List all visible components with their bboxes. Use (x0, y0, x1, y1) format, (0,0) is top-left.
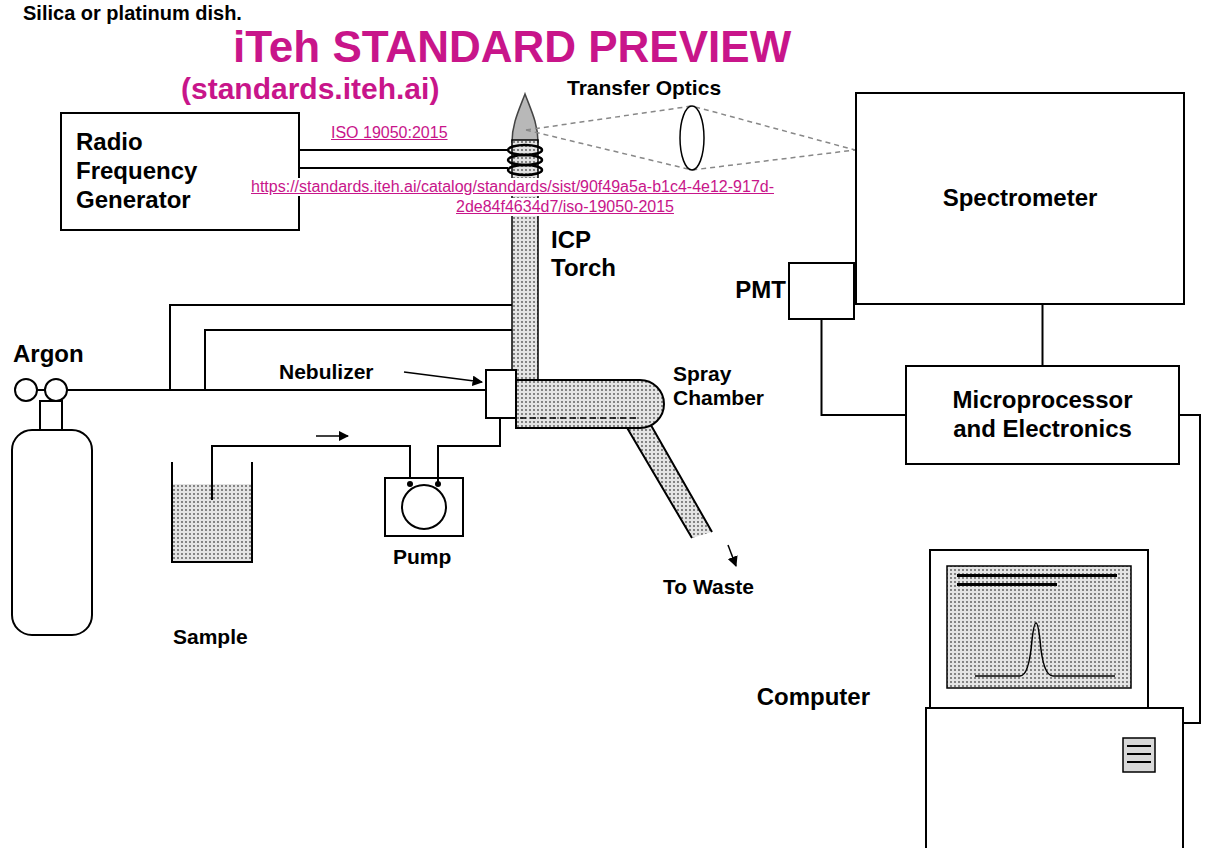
monitor (930, 550, 1148, 708)
section-heading: Silica or platinum dish. (22, 2, 243, 25)
drive-slot (1127, 761, 1151, 763)
spectrometer-box: Spectrometer (855, 92, 1185, 305)
connector-wire (1180, 415, 1200, 723)
gas-line (205, 330, 512, 390)
spectrum-peak (975, 623, 1115, 676)
screen-line (957, 574, 1117, 577)
flow-arrow (316, 435, 348, 437)
drive-slot (1127, 753, 1151, 755)
drive-slot (1127, 745, 1151, 747)
rf-wire (300, 149, 508, 151)
box-title: Microprocessor and Electronics (943, 386, 1143, 444)
part-label: Sample (172, 625, 249, 649)
rf-wire (300, 167, 508, 169)
watermark-link: https://standards.iteh.ai/catalog/standa… (250, 178, 775, 196)
watermark: iTeh STANDARD PREVIEW (232, 22, 792, 73)
computer-icon (925, 548, 1185, 848)
sample-tube (438, 418, 500, 484)
watermark: (standards.iteh.ai) (180, 72, 440, 107)
spray-chamber (516, 380, 664, 428)
part-label: Nebulizer (278, 360, 375, 384)
sample-tube (212, 446, 410, 500)
drain-tube (626, 420, 712, 538)
gas-line (20, 389, 486, 391)
leader-arrow (404, 372, 482, 382)
connector-wire (1042, 305, 1044, 365)
pump-port (407, 481, 413, 487)
computer-case (926, 708, 1183, 848)
screen (947, 566, 1131, 688)
connector-wire (822, 320, 906, 415)
plasma-flame (512, 94, 538, 142)
disk-drive (1123, 738, 1155, 772)
induction-coil (508, 145, 542, 155)
nebulizer (486, 370, 516, 418)
part-label: Argon (12, 340, 85, 368)
gas-cylinder (12, 430, 92, 635)
part-label: Pump (392, 545, 452, 569)
induction-coil (508, 165, 542, 175)
flow-arrow (728, 545, 736, 566)
pump-body (385, 478, 463, 536)
watermark-link: 2de84f4634d7/iso-19050-2015 (455, 198, 675, 216)
part-label: ICP Torch (550, 226, 642, 281)
box-title: Spectrometer (943, 184, 1098, 213)
pump-rotor (402, 485, 446, 529)
gas-line (170, 305, 512, 390)
node-heading: PMT (735, 276, 786, 305)
part-label: To Waste (662, 575, 755, 599)
drain-tube (626, 420, 712, 538)
computer-node: Computer (925, 548, 1185, 848)
induction-coil (508, 155, 542, 165)
part-label: Transfer Optics (566, 76, 722, 100)
cylinder-neck (40, 401, 62, 433)
screen-line (957, 583, 1057, 586)
part-label: Spray Chamber (672, 362, 804, 410)
inner-tube (520, 417, 640, 419)
electronics-box: Microprocessor and Electronics (905, 365, 1180, 465)
lens (680, 106, 704, 170)
generator-box: Radio Frequency Generator (60, 112, 300, 231)
cylinder-valve (45, 379, 67, 401)
node-heading: Computer (757, 683, 870, 712)
box-title: Radio Frequency Generator (76, 128, 216, 214)
cylinder-valve (15, 379, 37, 401)
watermark-link: ISO 19050:2015 (330, 124, 449, 142)
detector-box: PMT (788, 262, 855, 320)
